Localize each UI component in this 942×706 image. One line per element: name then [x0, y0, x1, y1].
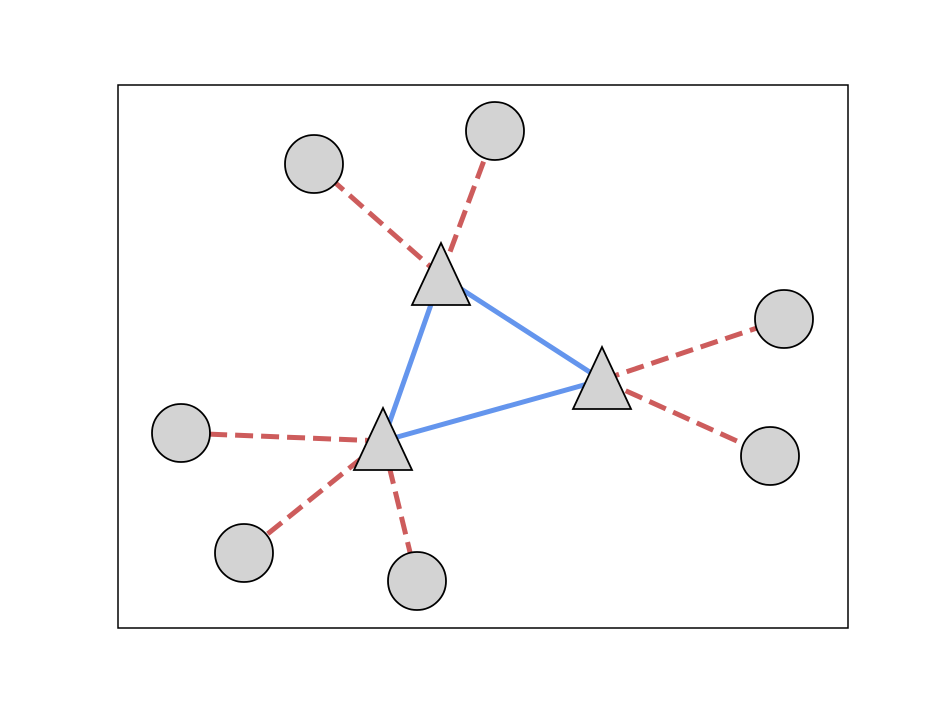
- edge-hub-left-leaf-left: [180, 430, 384, 444]
- edge-hub-right-leaf-right-upper: [601, 316, 785, 383]
- node-leaf-left: [151, 403, 211, 463]
- edge-hub-top-hub-right: [439, 273, 604, 383]
- node-hub-left: [352, 405, 414, 471]
- nodes-layer: [151, 101, 814, 611]
- node-leaf-right-lower: [740, 426, 800, 486]
- node-hub-right: [571, 344, 633, 410]
- edge-hub-left-hub-right: [382, 377, 603, 444]
- node-leaf-top-right: [465, 101, 525, 161]
- node-leaf-right-upper: [754, 289, 814, 349]
- node-leaf-bottom-left: [214, 523, 274, 583]
- node-leaf-bottom: [387, 551, 447, 611]
- edge-hub-right-leaf-right-lower: [600, 377, 772, 459]
- node-leaf-top-left: [284, 134, 344, 194]
- node-hub-top: [410, 240, 472, 306]
